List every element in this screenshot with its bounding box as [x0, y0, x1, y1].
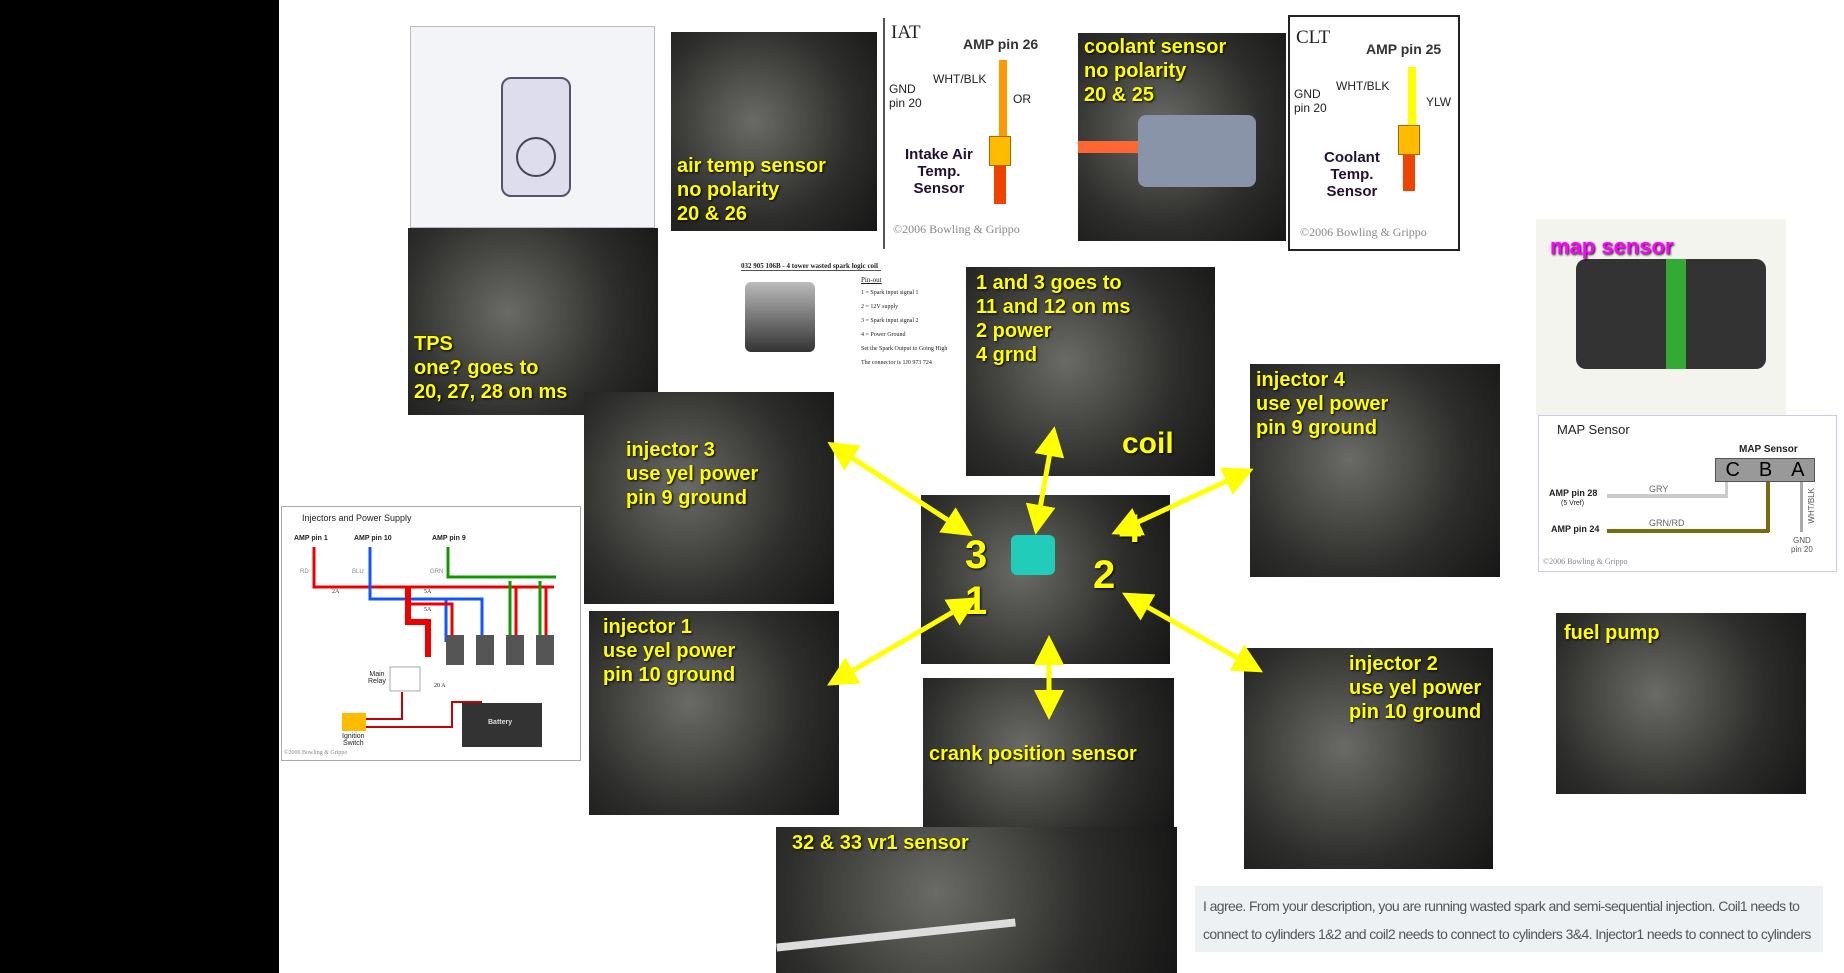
- coil-photo: 1 and 3 goes to 11 and 12 on ms 2 power …: [966, 267, 1215, 476]
- clt-name: Coolant Temp. Sensor: [1324, 149, 1380, 200]
- coil-image: [745, 282, 815, 352]
- map-pin24: AMP pin 24: [1551, 524, 1600, 534]
- map-copyright: ©2006 Bowling & Grippo: [1543, 557, 1628, 566]
- iat-sensor-icon: [989, 136, 1011, 166]
- battery-label: Battery: [488, 719, 513, 726]
- air-temp-photo: air temp sensor no polarity 20 & 26: [671, 32, 877, 231]
- coolant-photo: coolant sensor no polarity 20 & 25: [1078, 33, 1286, 241]
- fuse-5a: 5A: [424, 589, 432, 595]
- pin-c: C: [1725, 459, 1740, 481]
- iat-diagram: IAT AMP pin 26 WHT/BLK GND pin 20 OR Int…: [883, 18, 1043, 249]
- injector4-photo: injector 4 use yel power pin 9 ground: [1250, 364, 1500, 577]
- map-sensor-label: map sensor: [1550, 234, 1674, 259]
- coil-line: 4 = Power Ground: [861, 332, 906, 338]
- map-title: MAP Sensor: [1557, 422, 1630, 437]
- inj-grn: GRN: [430, 569, 444, 575]
- injector3-photo: injector 3 use yel power pin 9 ground: [584, 392, 834, 604]
- engine-part: [1011, 535, 1055, 575]
- clt-wire-yellow: [1408, 67, 1416, 142]
- cylinder-1-label: 1: [965, 579, 988, 623]
- map-grnrd: GRN/RD: [1649, 518, 1685, 528]
- map-pin28: AMP pin 28: [1549, 488, 1598, 498]
- iat-wire-orange: [999, 60, 1007, 140]
- map-vref: (5 Vref): [1561, 500, 1585, 507]
- fuel-pump-photo: fuel pump: [1556, 613, 1806, 794]
- inj-diagram-title: Injectors and Power Supply: [302, 513, 412, 523]
- left-black-margin: [0, 0, 279, 973]
- coil-line: 1 = Spark input signal 1: [861, 290, 919, 296]
- coil-line: 3 = Spark input signal 2: [861, 318, 919, 324]
- iat-or: OR: [1013, 92, 1031, 106]
- iat-title: IAT: [891, 22, 921, 43]
- coil-datasheet: 032 905 106B - 4 tower wasted spark logi…: [735, 258, 966, 379]
- iat-amp: AMP pin 26: [963, 36, 1039, 52]
- fuse-5b: 5A: [424, 607, 432, 613]
- coil-doc-title: 032 905 106B - 4 tower wasted spark logi…: [741, 262, 881, 271]
- cylinder-3-label: 3: [965, 533, 988, 577]
- coil-pinout: Pin-out: [861, 276, 882, 284]
- cylinder-4-label: 4: [1119, 507, 1142, 551]
- fuel-pump-label: fuel pump: [1564, 622, 1660, 644]
- map-box-title: MAP Sensor: [1739, 444, 1798, 455]
- coil-line: 2 = 12V supply: [861, 304, 899, 310]
- engine-photo: 3 4 1 2: [921, 495, 1170, 664]
- air-temp-label: air temp sensor no polarity 20 & 26: [677, 155, 826, 225]
- clt-wire: WHT/BLK: [1336, 79, 1390, 93]
- vr1-sensor-photo: 32 & 33 vr1 sensor: [776, 827, 1177, 973]
- map-gry: GRY: [1649, 484, 1669, 494]
- clt-sensor-tip: [1403, 155, 1415, 191]
- tps-diagram: [410, 26, 655, 228]
- tps-label: TPS one? goes to 20, 27, 28 on ms: [414, 333, 568, 403]
- pin-a: A: [1791, 459, 1805, 481]
- main-relay-label: Main Relay: [368, 671, 386, 685]
- cylinder-2-label: 2: [1093, 553, 1116, 597]
- crank-label: crank position sensor: [929, 743, 1137, 765]
- ignition-switch-label: Ignition Switch: [342, 733, 365, 747]
- iat-sensor-tip: [994, 166, 1006, 204]
- map-gnd: GND pin 20: [1791, 536, 1813, 554]
- forum-note: I agree. From your description, you are …: [1195, 886, 1823, 952]
- iat-wire: WHT/BLK: [933, 72, 987, 86]
- clt-copyright: ©2006 Bowling & Grippo: [1300, 225, 1427, 239]
- clt-sensor-icon: [1398, 125, 1420, 155]
- inj-rd: RD: [300, 569, 309, 575]
- inj-wiring: [312, 547, 556, 747]
- injector2-label: injector 2 use yel power pin 10 ground: [1349, 653, 1482, 723]
- injector-power-diagram: Injectors and Power Supply AMP pin 1 AMP…: [281, 506, 581, 761]
- fuse-2a: 2A: [332, 589, 340, 595]
- iat-name: Intake Air Temp. Sensor: [905, 146, 973, 197]
- inj-pin10: AMP pin 10: [354, 535, 392, 542]
- crank-sensor-photo: crank position sensor: [923, 678, 1174, 830]
- fuse-20a: 20 A: [434, 683, 446, 689]
- inj-copyright: ©2006 Bowling & Grippo: [284, 750, 348, 756]
- injector1-photo: injector 1 use yel power pin 10 ground: [589, 611, 839, 815]
- pin-b: B: [1758, 459, 1773, 481]
- clt-amp: AMP pin 25: [1366, 41, 1442, 57]
- coil-line: The connector is 1J0 973 724: [861, 360, 932, 366]
- map-sensor-photo: map sensor: [1536, 219, 1786, 415]
- coil-big-label: coil: [1122, 427, 1174, 460]
- coil-line: Set the Spark Output to Going High: [861, 346, 948, 352]
- clt-title: CLT: [1296, 27, 1331, 48]
- inj-pin1: AMP pin 1: [294, 535, 328, 542]
- iat-gnd: GND pin 20: [889, 82, 922, 110]
- iat-copyright: ©2006 Bowling & Grippo: [893, 222, 1020, 236]
- inj-pin9: AMP pin 9: [432, 535, 466, 542]
- injector1-label: injector 1 use yel power pin 10 ground: [603, 616, 736, 686]
- inj-blu: BLU: [352, 569, 364, 575]
- clt-ylw: YLW: [1426, 95, 1452, 109]
- tps-photo: TPS one? goes to 20, 27, 28 on ms: [408, 228, 658, 415]
- clt-gnd: GND pin 20: [1294, 87, 1327, 115]
- clt-diagram: CLT AMP pin 25 WHT/BLK GND pin 20 YLW Co…: [1288, 15, 1460, 251]
- map-whtblk: WHT/BLK: [1807, 488, 1816, 524]
- coil-label: 1 and 3 goes to 11 and 12 on ms 2 power …: [976, 272, 1131, 366]
- injector4-label: injector 4 use yel power pin 9 ground: [1256, 369, 1389, 439]
- injector3-label: injector 3 use yel power pin 9 ground: [626, 439, 759, 509]
- coolant-label: coolant sensor no polarity 20 & 25: [1084, 36, 1227, 106]
- vr1-label: 32 & 33 vr1 sensor: [792, 832, 969, 854]
- injector2-photo: injector 2 use yel power pin 10 ground: [1244, 648, 1493, 869]
